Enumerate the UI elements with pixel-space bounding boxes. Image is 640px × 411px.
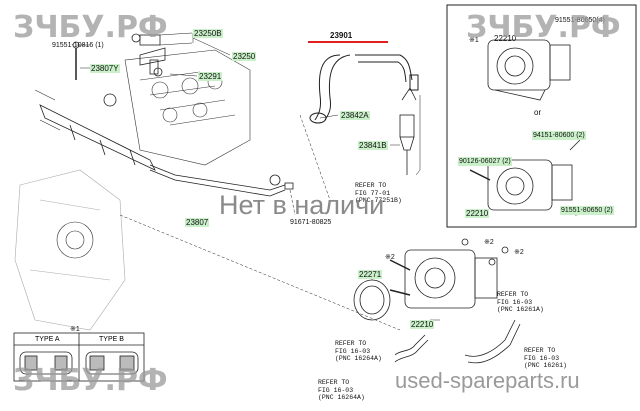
hoses-bottom <box>394 319 521 364</box>
watermark-brand-top-right: ЗЧБУ.РФ <box>466 10 621 45</box>
part-label-91551-bot: 91551-80650 (2) <box>560 206 614 215</box>
note-mark1: ※1 <box>70 326 80 333</box>
stock-status-text: Нет в наличи <box>219 190 385 220</box>
throttle-body-main <box>389 238 509 309</box>
part-label-91551-10: 91551-10816 (1) <box>52 42 104 49</box>
type-legend <box>13 332 145 382</box>
part-label-23842a: 23842A <box>340 111 370 120</box>
hose-assembly <box>309 54 419 124</box>
part-label-23807y: 23807Y <box>90 64 120 73</box>
inset-frame <box>446 4 637 228</box>
part-label-22210-top: 22210 <box>494 34 517 43</box>
part-label-23250: 23250 <box>232 52 257 61</box>
part-label-22210-inset: 22210 <box>465 209 490 218</box>
gasket-22271 <box>353 279 391 321</box>
note-or: or <box>534 108 542 117</box>
note-mark2c: ※2 <box>514 249 524 256</box>
part-label-22210-main: 22210 <box>410 320 435 329</box>
legend-type-b: TYPE B <box>99 336 124 343</box>
fuel-rail <box>39 104 294 197</box>
injector-parts <box>72 33 166 107</box>
part-label-23250b: 23250B <box>193 29 223 38</box>
watermark-brand-bottom-left: ЗЧБУ.РФ <box>13 363 168 398</box>
part-label-90126: 90126-06027 (2) <box>458 157 512 166</box>
note-mark2a: ※2 <box>385 254 395 261</box>
throttle-body-inset-top <box>487 39 571 101</box>
watermark-site: used-spareparts.ru <box>395 368 580 393</box>
leader-lines <box>76 32 440 331</box>
part-label-91671: 91671-80825 <box>290 219 332 226</box>
part-label-91551-top: 91551-80650(4) <box>555 17 605 24</box>
part-label-23807: 23807 <box>185 218 210 227</box>
part-label-22271: 22271 <box>358 270 383 279</box>
part-label-23291: 23291 <box>198 72 223 81</box>
part-label-94151: 94151-80600 (2) <box>532 131 586 140</box>
part-label-23901: 23901 <box>330 31 353 40</box>
throttle-body-inset-bottom <box>469 139 601 216</box>
engine-sketch <box>14 49 251 331</box>
legend-type-a: TYPE A <box>35 336 60 343</box>
sensor-23841b <box>399 87 417 175</box>
note-mark2b: ※2 <box>484 239 494 246</box>
watermark-brand-top-left: ЗЧБУ.РФ <box>13 10 168 45</box>
note-mark1b: ※1 <box>469 37 479 44</box>
part-label-23841b: 23841B <box>358 141 388 150</box>
